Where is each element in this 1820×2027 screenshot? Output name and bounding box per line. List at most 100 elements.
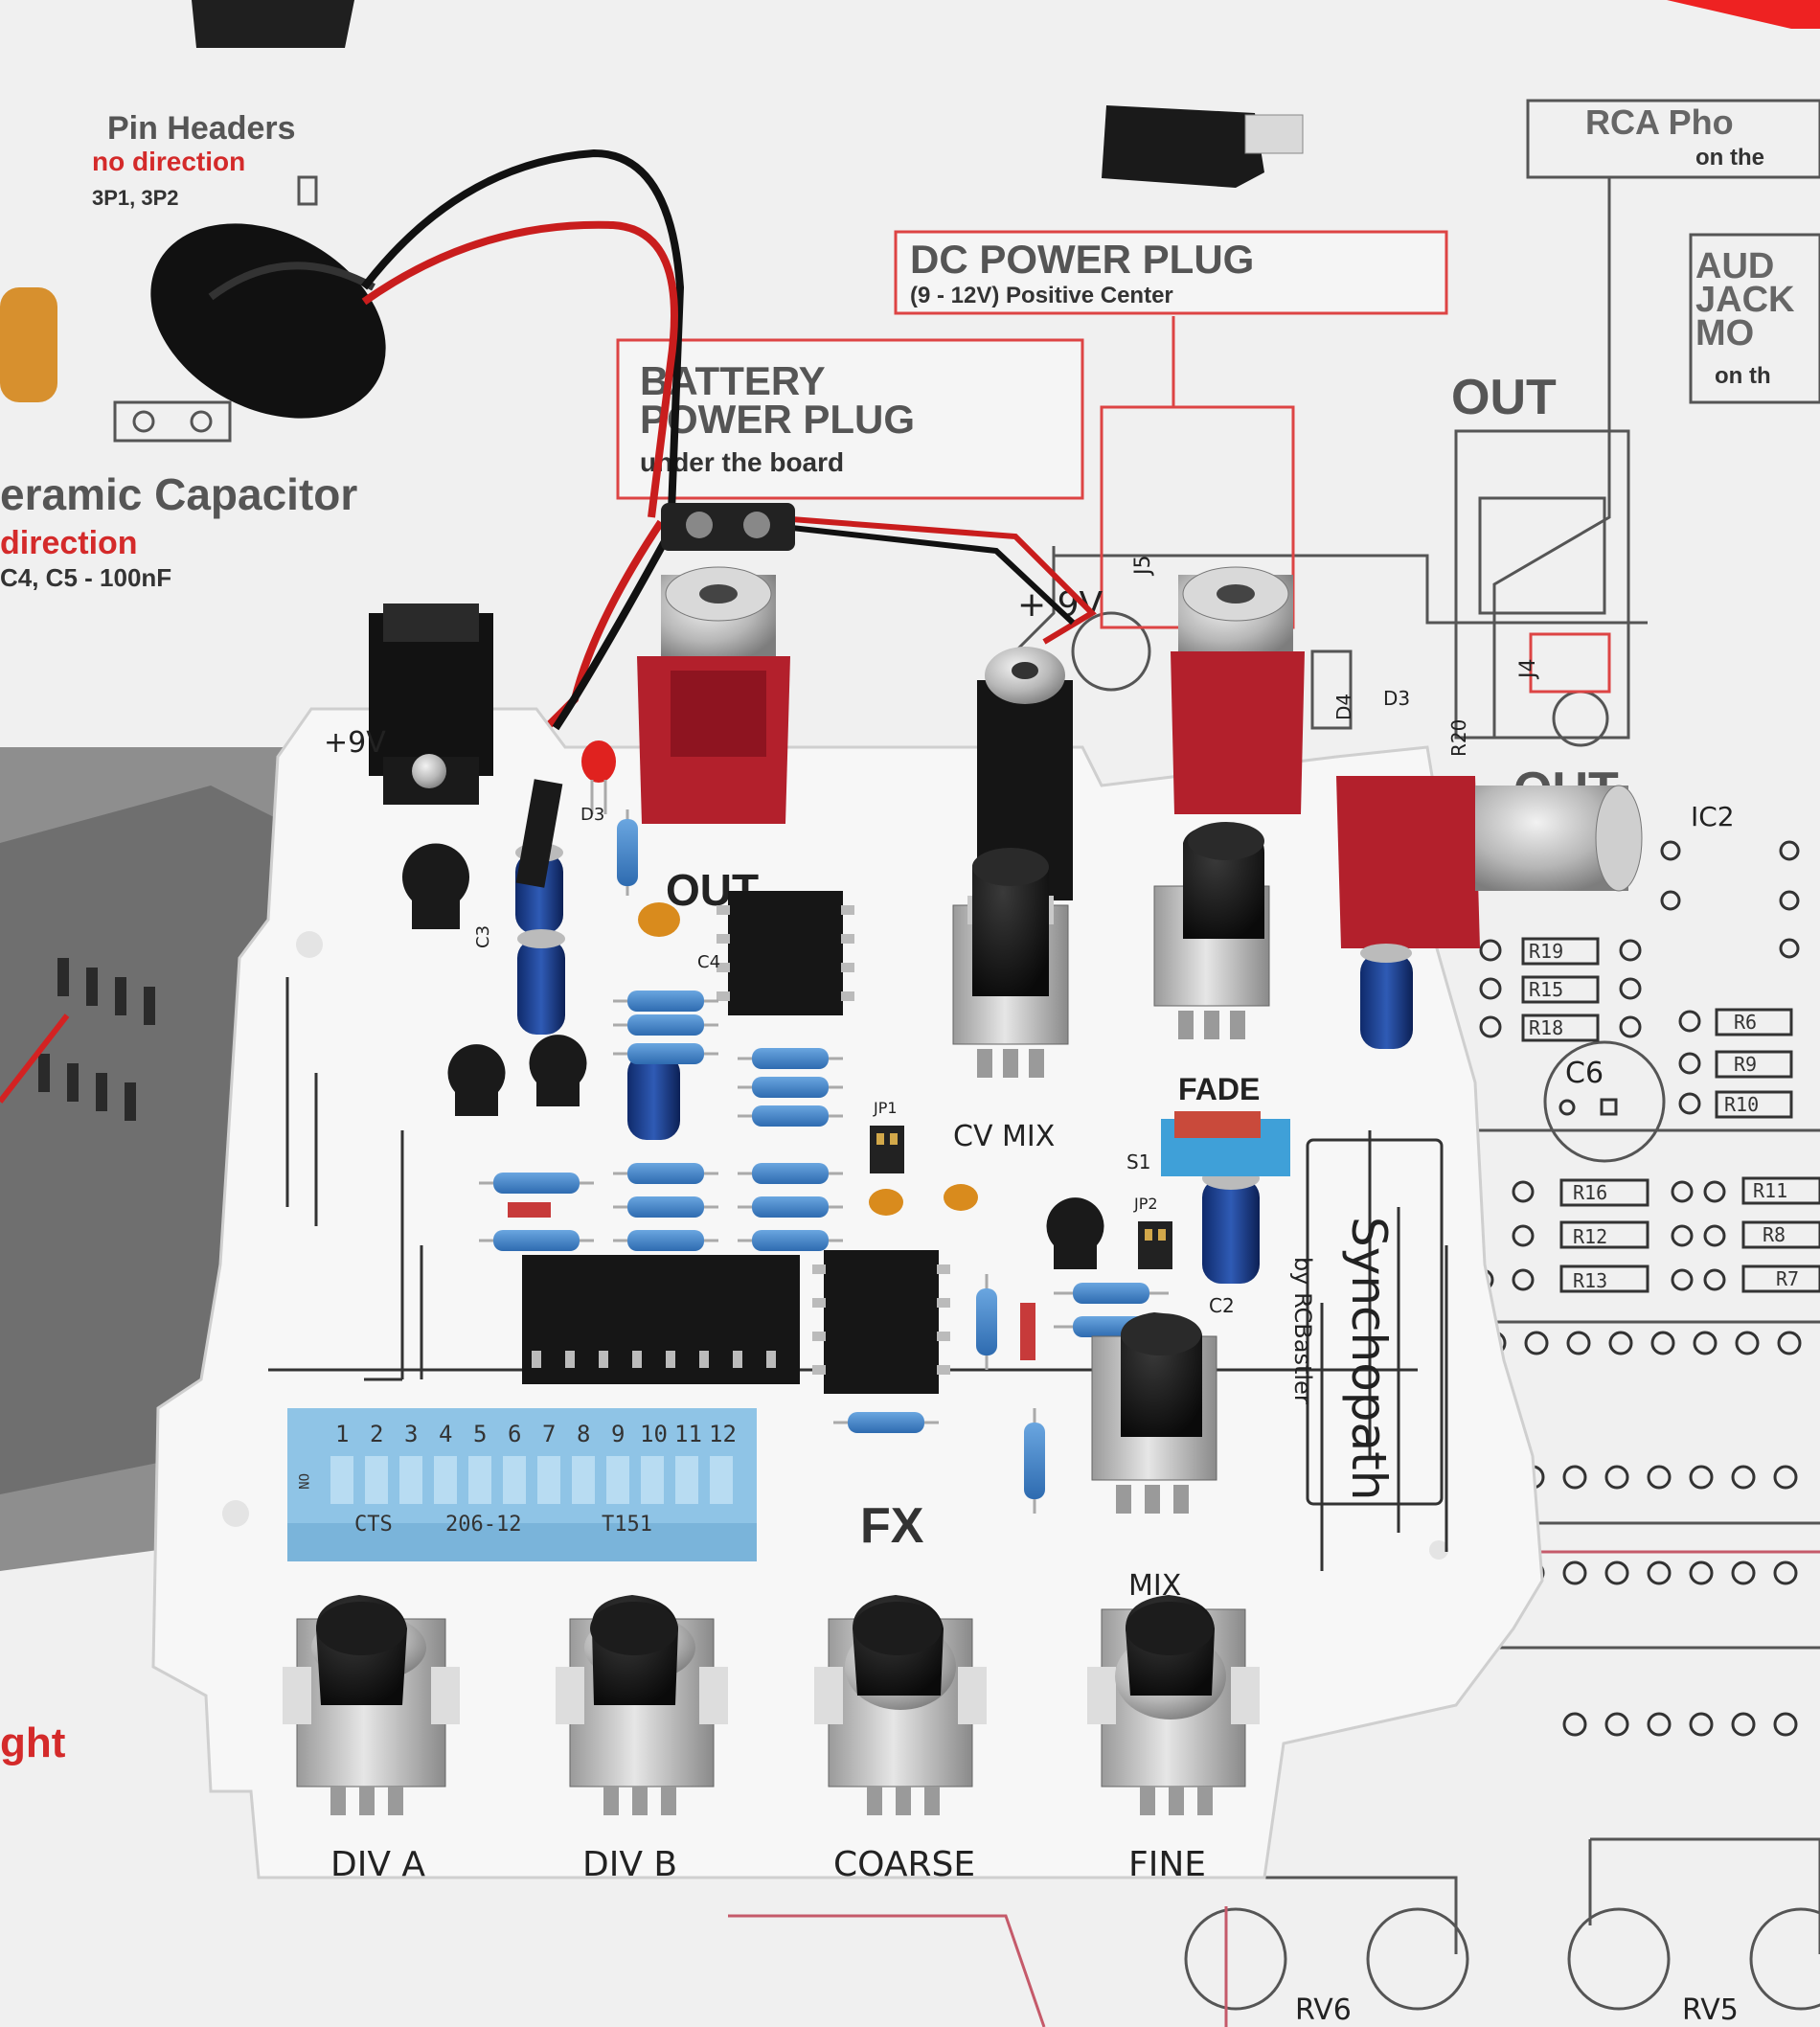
dip-marking-3: T151 — [602, 1513, 652, 1537]
dip-num-5: 5 — [473, 1421, 487, 1447]
ceramic-note: direction — [0, 525, 138, 561]
sheet-r11: R11 — [1753, 1179, 1787, 1202]
pcb-fade: FADE — [1178, 1072, 1260, 1106]
div-a-knob[interactable] — [283, 1595, 460, 1815]
rca-jack-out-left — [637, 566, 790, 824]
dip-num-8: 8 — [577, 1421, 590, 1447]
sheet-ght: ght — [0, 1720, 66, 1766]
dip-marking-2: 206-12 — [445, 1513, 521, 1537]
sheet-r12: R12 — [1573, 1225, 1607, 1248]
dc-plug-title: DC POWER PLUG — [910, 237, 1254, 282]
pin-headers-refs: 3P1, 3P2 — [92, 186, 179, 210]
dip-num-6: 6 — [508, 1421, 521, 1447]
dip-num-9: 9 — [611, 1421, 625, 1447]
audio-jack-3: MO — [1695, 313, 1754, 353]
dip-num-1: 1 — [335, 1421, 349, 1447]
sheet-r20: R20 — [1447, 719, 1470, 757]
sheet-d4: D4 — [1332, 694, 1355, 720]
sheet-plus9v: + 9V — [1017, 585, 1103, 625]
pcb-s1: S1 — [1126, 1150, 1150, 1173]
dc-power-jack — [369, 604, 493, 805]
battery-title-2: POWER PLUG — [640, 397, 915, 442]
dip-switch[interactable]: 1 2 3 4 5 6 7 8 9 10 11 12 ON CTS 206-12… — [287, 1408, 757, 1561]
knob-label-div-b: DIV B — [582, 1845, 677, 1884]
sheet-r18: R18 — [1529, 1016, 1563, 1039]
fade-switch[interactable] — [1161, 1111, 1290, 1176]
pcb-c2: C2 — [1209, 1294, 1235, 1317]
dip-num-12: 12 — [709, 1421, 737, 1447]
sheet-j4: J4 — [1516, 659, 1540, 681]
jumper-jp1 — [870, 1126, 904, 1173]
sheet-r13: R13 — [1573, 1269, 1607, 1292]
knob-label-coarse: COARSE — [833, 1845, 975, 1884]
transistors — [401, 843, 1104, 1269]
sheet-r15: R15 — [1529, 978, 1563, 1001]
audio-jack-2: JACK — [1695, 280, 1795, 320]
dip-num-3: 3 — [404, 1421, 418, 1447]
rca-jack-side-right — [1336, 776, 1643, 948]
dip-on: ON — [295, 1473, 310, 1490]
jumper-jp2 — [1138, 1221, 1172, 1269]
dc-plug-sub: (9 - 12V) Positive Center — [910, 283, 1173, 308]
fine-knob[interactable] — [1087, 1595, 1260, 1815]
dip-num-2: 2 — [370, 1421, 383, 1447]
rca-title: RCA Pho — [1585, 102, 1734, 142]
ic-dip8-top — [717, 891, 854, 1015]
div-b-knob[interactable] — [556, 1595, 728, 1815]
ic-dip16 — [522, 1255, 800, 1384]
sheet-rv5: RV5 — [1682, 1993, 1739, 2027]
battery-snap — [150, 148, 1097, 731]
sheet-r9: R9 — [1734, 1053, 1757, 1076]
sheet-resistor-grid — [1471, 840, 1820, 1737]
coarse-knob[interactable] — [814, 1595, 987, 1815]
fade-knob[interactable] — [1153, 822, 1270, 1039]
rca-jack-top-right — [1171, 566, 1305, 814]
dip-num-10: 10 — [640, 1421, 668, 1447]
pcb-brand-by: by RCBastler — [1289, 1257, 1316, 1404]
audio-jack-1: AUD — [1695, 246, 1774, 286]
sheet-out-label-1: OUT — [1451, 370, 1557, 425]
dip-marking-1: CTS — [354, 1513, 393, 1537]
audio-jack-4: on th — [1715, 363, 1771, 389]
sheet-rv6: RV6 — [1295, 1993, 1352, 2027]
dip-num-11: 11 — [674, 1421, 702, 1447]
pcb-plus9v: +9V — [324, 726, 386, 760]
pcb-d3: D3 — [580, 805, 604, 825]
ic-dip8-middle — [812, 1250, 950, 1394]
pcb-jp2: JP2 — [1133, 1195, 1158, 1213]
ceramic-capacitors — [638, 902, 978, 1216]
sheet-r16: R16 — [1573, 1181, 1607, 1204]
ceramic-refs: C4, C5 - 100nF — [0, 563, 171, 592]
sheet-red-outlines — [616, 230, 1611, 694]
sheet-r6: R6 — [1734, 1011, 1757, 1034]
sheet-j5: J5 — [1131, 556, 1155, 578]
pin-headers-title: Pin Headers — [107, 110, 296, 147]
knob-label-fine: FINE — [1128, 1845, 1206, 1884]
mix-knob[interactable] — [1091, 1312, 1217, 1514]
dip-num-7: 7 — [542, 1421, 556, 1447]
sheet-red-traces — [728, 1550, 1820, 2027]
pcb-cv-mix: CV MIX — [953, 1120, 1055, 1153]
ceramic-title: eramic Capacitor — [0, 469, 357, 519]
sheet-r10: R10 — [1724, 1093, 1759, 1116]
sheet-r7: R7 — [1776, 1267, 1799, 1290]
sheet-d3: D3 — [1383, 687, 1410, 710]
cv-mix-knob[interactable] — [952, 848, 1069, 1078]
resistors — [479, 809, 1169, 1514]
pcb-brand: Synchopath — [1341, 1217, 1397, 1500]
electrolytic-capacitors — [515, 843, 1413, 1284]
pcb-jp1: JP1 — [873, 1099, 898, 1117]
rca-sub: on the — [1695, 145, 1764, 171]
sheet-component-photos — [0, 0, 1820, 443]
sheet-ic2: IC2 — [1691, 801, 1735, 832]
led-d3 — [581, 740, 616, 814]
dip-num-4: 4 — [439, 1421, 452, 1447]
sheet-r8: R8 — [1763, 1223, 1786, 1246]
pcb-c4: C4 — [697, 952, 720, 972]
pcb-c3: C3 — [473, 925, 493, 948]
diodes — [508, 779, 1035, 1360]
knob-label-div-a: DIV A — [330, 1845, 425, 1884]
pin-headers-note: no direction — [92, 147, 245, 176]
pcb-fx: FX — [860, 1498, 924, 1554]
